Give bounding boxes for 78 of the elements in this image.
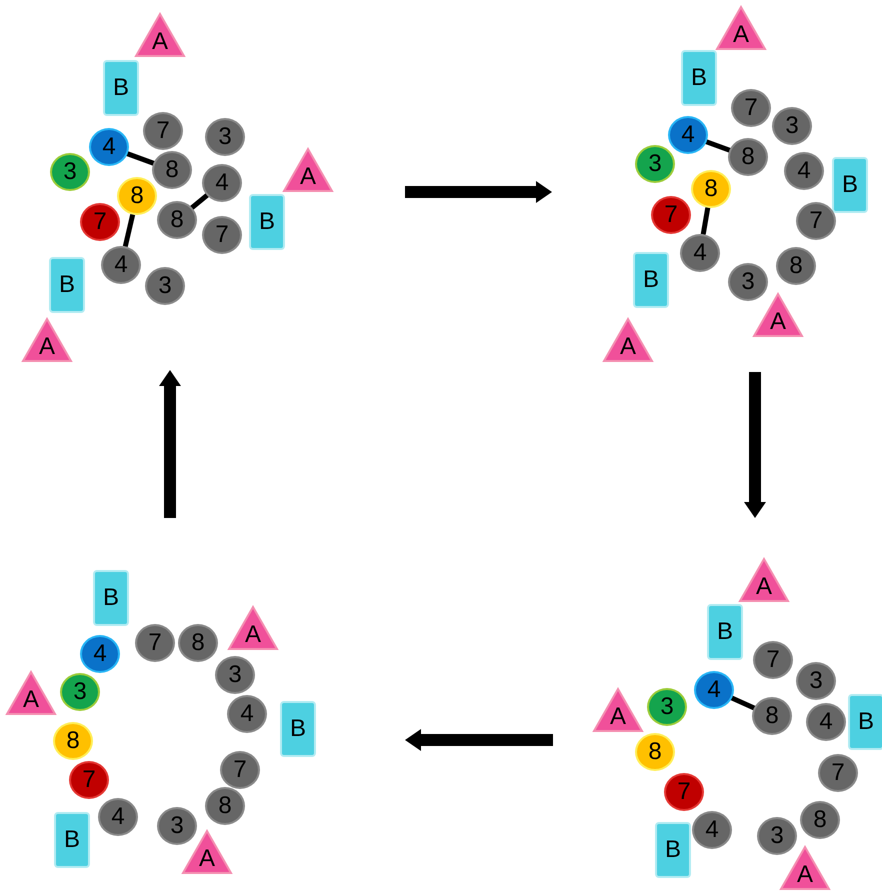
number-circle: 4 — [227, 695, 267, 733]
number-circle: 7 — [796, 202, 836, 240]
letter-tag: B — [633, 252, 669, 308]
number-circle: 4 — [80, 635, 120, 673]
number-circle: 4 — [668, 116, 708, 154]
letter-triangle: A — [738, 557, 790, 603]
letter-triangle: A — [715, 5, 767, 51]
number-circle: 7 — [731, 89, 771, 127]
number-circle: 8 — [178, 624, 218, 662]
letter-triangle: A — [21, 317, 73, 363]
number-circle: 7 — [818, 754, 858, 792]
letter-triangle: A — [227, 605, 279, 651]
number-circle: 3 — [728, 263, 768, 301]
number-circle: 3 — [157, 807, 197, 845]
number-circle: 4 — [806, 703, 846, 741]
number-circle: 7 — [69, 761, 109, 799]
number-circle: 4 — [680, 234, 720, 272]
number-circle: 7 — [753, 641, 793, 679]
number-circle: 7 — [202, 216, 242, 254]
letter-triangle: A — [282, 147, 334, 193]
number-circle: 4 — [101, 246, 141, 284]
number-circle: 3 — [50, 153, 90, 191]
letter-tag: B — [93, 570, 129, 626]
number-circle: 3 — [635, 145, 675, 183]
letter-triangle: A — [752, 292, 804, 338]
letter-triangle: A — [779, 845, 831, 891]
number-circle: 3 — [145, 267, 185, 305]
number-circle: 4 — [784, 152, 824, 190]
connector-line — [126, 151, 155, 166]
number-circle: 8 — [776, 247, 816, 285]
number-circle: 3 — [796, 662, 836, 700]
number-circle: 7 — [135, 624, 175, 662]
number-circle: 4 — [694, 671, 734, 709]
number-circle: 8 — [117, 177, 157, 215]
number-circle: 8 — [752, 697, 792, 735]
letter-triangle: A — [181, 829, 233, 875]
letter-tag: B — [707, 604, 743, 660]
number-circle: 3 — [757, 817, 797, 855]
number-circle: 8 — [152, 151, 192, 189]
number-circle: 8 — [635, 733, 675, 771]
letter-tag: B — [681, 50, 717, 106]
connector-line — [730, 696, 756, 710]
letter-triangle: A — [602, 317, 654, 363]
number-circle: 3 — [647, 688, 687, 726]
number-circle: 7 — [651, 196, 691, 234]
number-circle: 3 — [772, 107, 812, 145]
letter-tag: B — [848, 694, 882, 750]
number-circle: 8 — [691, 170, 731, 208]
letter-tag: B — [249, 194, 285, 250]
letter-tag: B — [655, 822, 691, 878]
number-circle: 7 — [664, 773, 704, 811]
number-circle: 7 — [80, 203, 120, 241]
number-circle: 4 — [692, 811, 732, 849]
letter-tag: B — [832, 157, 868, 213]
connector-line — [190, 193, 209, 210]
letter-triangle: A — [134, 12, 186, 58]
letter-triangle: A — [592, 687, 644, 733]
number-circle: 7 — [143, 112, 183, 150]
number-circle: 3 — [215, 656, 255, 694]
number-circle: 3 — [205, 118, 245, 156]
letter-tag: B — [49, 257, 85, 313]
number-circle: 4 — [89, 128, 129, 166]
letter-tag: B — [103, 60, 139, 116]
number-circle: 4 — [98, 798, 138, 836]
number-circle: 8 — [157, 201, 197, 239]
connector-line — [704, 139, 732, 153]
letter-triangle: A — [5, 670, 57, 716]
number-circle: 8 — [728, 138, 768, 176]
number-circle: 7 — [220, 751, 260, 789]
number-circle: 4 — [202, 164, 242, 202]
letter-tag: B — [54, 812, 90, 868]
number-circle: 8 — [800, 801, 840, 839]
number-circle: 8 — [205, 787, 245, 825]
connector-line — [700, 207, 710, 235]
number-circle: 8 — [53, 722, 93, 760]
number-circle: 3 — [60, 673, 100, 711]
connector-line — [122, 214, 136, 248]
letter-tag: B — [280, 701, 316, 757]
